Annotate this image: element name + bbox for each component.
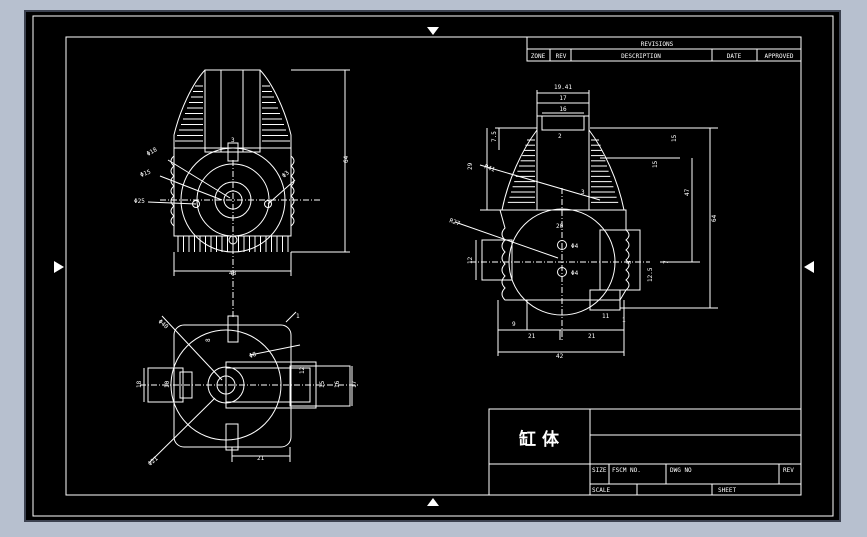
revisions-title: REVISIONS (641, 41, 674, 48)
dim-side-47: 47 (684, 188, 691, 196)
dim-side-5: 5 (626, 260, 633, 264)
center-mark-bottom-icon (427, 498, 439, 506)
dim-side-3: 3 (581, 189, 585, 196)
dim-top-17: 17 (351, 380, 358, 388)
dim-side-64: 64 (711, 214, 718, 222)
dim-side-11: 11 (602, 313, 610, 320)
revisions-col-description: DESCRIPTION (621, 53, 661, 60)
dim-top-10: 10 (164, 380, 171, 388)
dim-side-2: 2 (558, 133, 562, 140)
dim-side-9: 9 (512, 321, 516, 328)
outer-border (32, 15, 834, 517)
dim-side-16: 16 (559, 106, 567, 113)
dim-side-r41: R41 (483, 163, 496, 173)
center-mark-top-icon (427, 27, 439, 35)
dwg-label: DWG NO (670, 467, 692, 474)
dim-side-phi4-lower: Φ4 (571, 270, 579, 277)
dim-top-1: 1 (296, 313, 300, 320)
dim-front-48: 48 (229, 270, 237, 277)
dim-side-r27: R27 (448, 217, 461, 227)
dim-top-8: 8 (205, 338, 212, 342)
inner-border (65, 36, 802, 496)
revisions-col-zone: ZONE (531, 53, 546, 60)
fscm-label: FSCM NO. (612, 467, 641, 474)
dim-front-phi15: Φ15 (139, 168, 152, 178)
title-block: 缸 体 SIZE FSCM NO. DWG NO REV SCALE SHEET (488, 408, 802, 496)
dim-side-21-right: 21 (588, 333, 596, 340)
sheet-background (24, 10, 841, 522)
side-view: 19.41 17 16 2 7.5 29 R41 3 15 15 47 64 2… (448, 84, 718, 360)
center-mark-left-icon (54, 261, 64, 273)
dim-top-21: 21 (257, 455, 265, 462)
dim-side-29: 29 (467, 162, 474, 170)
dim-front-3: 3 (231, 137, 235, 144)
dim-side-42: 42 (556, 353, 564, 360)
front-view: Φ18 Φ15 Φ25 Φ3 3 64 48 (134, 69, 350, 300)
top-view: Φ40 Φ21 Φ8 8 1 18 10 12 15 16 17 21 (136, 300, 360, 468)
dim-top-18: 18 (136, 380, 143, 388)
dim-side-7-5: 7.5 (491, 131, 498, 142)
revision-table: REVISIONS ZONE REV DESCRIPTION DATE APPR… (526, 36, 802, 62)
revisions-col-approved: APPROVED (765, 53, 794, 60)
dim-side-1: 1 (622, 317, 626, 324)
dim-side-17: 17 (559, 95, 567, 102)
dim-side-12: 12 (467, 256, 474, 264)
dim-front-64: 64 (343, 155, 350, 163)
dim-side-7: 7 (663, 260, 670, 264)
sheet-label: SHEET (718, 487, 736, 494)
scale-label: SCALE (592, 487, 610, 494)
revisions-col-date: DATE (727, 53, 742, 60)
dim-top-15: 15 (319, 380, 326, 388)
dim-side-phi4-upper: Φ4 (571, 243, 579, 250)
revisions-col-rev: REV (556, 53, 567, 60)
rev-label: REV (783, 467, 794, 474)
dim-top-12: 12 (299, 366, 306, 374)
dim-top-phi8: Φ8 (248, 351, 258, 360)
dim-front-phi3: Φ3 (281, 169, 291, 179)
dim-side-19-41: 19.41 (554, 84, 572, 91)
dim-side-15: 15 (652, 160, 659, 168)
size-label: SIZE (592, 467, 607, 474)
dim-side-21-left: 21 (528, 333, 536, 340)
dim-front-phi25: Φ25 (134, 198, 145, 205)
dim-side-20: 20 (556, 223, 564, 230)
dim-side-15-top: 15 (671, 134, 678, 142)
part-name: 缸 体 (519, 429, 560, 450)
dim-top-16: 16 (334, 380, 341, 388)
dim-side-12-5: 12.5 (647, 267, 654, 282)
center-mark-right-icon (804, 261, 814, 273)
dim-front-phi18: Φ18 (146, 146, 159, 158)
